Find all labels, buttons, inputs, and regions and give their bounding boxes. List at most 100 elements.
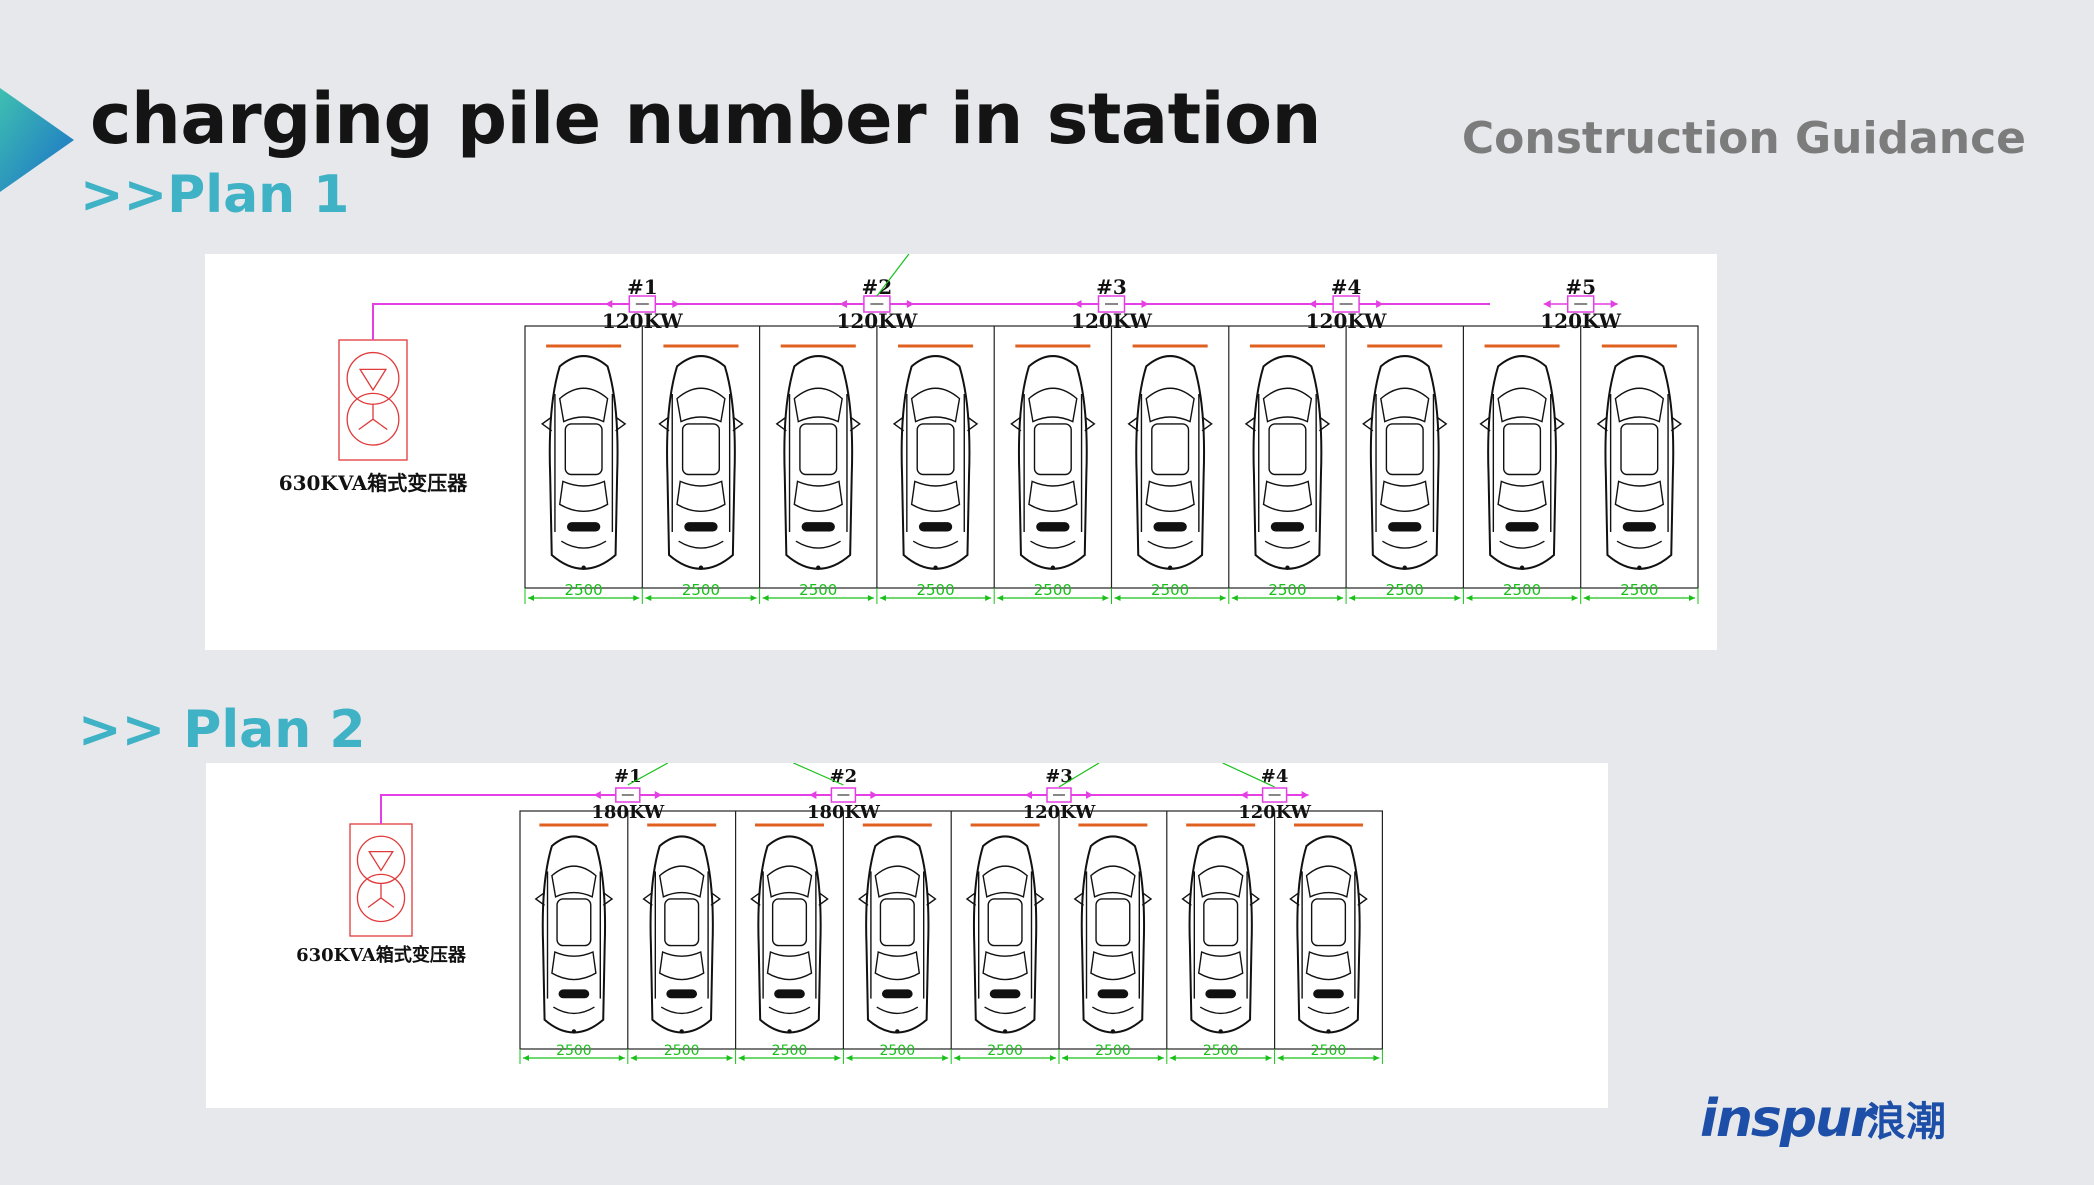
- dimension-label: 2500: [1268, 581, 1306, 599]
- dimension-label: 2500: [799, 581, 837, 599]
- dimension-label: 2500: [556, 1043, 592, 1059]
- dimension-label: 2500: [916, 581, 954, 599]
- arrow-left-icon: [1309, 300, 1317, 308]
- charger-id: #2: [830, 766, 858, 787]
- dimension-label: 2500: [1503, 581, 1541, 599]
- dimension-arrow: [1337, 595, 1344, 601]
- charger-power: 180KW: [807, 802, 881, 823]
- charger-power: 180KW: [591, 802, 665, 823]
- dimension-label: 2500: [1034, 581, 1072, 599]
- charger-id: #1: [614, 766, 642, 787]
- arrow-right-icon: [1086, 791, 1093, 799]
- arrow-right-icon: [1376, 300, 1384, 308]
- charger-3: #3 120KW: [1023, 763, 1100, 823]
- dimension-arrow: [1277, 1055, 1284, 1061]
- car-icon: [642, 835, 722, 1034]
- charger-id: #5: [1565, 275, 1596, 299]
- charger-id: #3: [1096, 275, 1127, 299]
- charger-id: #4: [1331, 275, 1362, 299]
- arrow-right-icon: [654, 791, 662, 799]
- dimension-arrow: [1114, 595, 1121, 601]
- dimension-arrow: [1050, 1055, 1056, 1061]
- charger-power: 120KW: [1306, 309, 1387, 333]
- charger-id: #1: [627, 275, 658, 299]
- charger-id: #4: [1261, 766, 1289, 787]
- arrow-left-icon: [1240, 791, 1248, 799]
- arrow-left-icon: [809, 791, 817, 799]
- car-icon: [750, 835, 829, 1034]
- car-icon: [892, 355, 979, 570]
- dimension-arrow: [879, 595, 886, 601]
- dimension-arrow: [1157, 1055, 1164, 1061]
- charger-power: 120KW: [1071, 309, 1152, 333]
- dimension-arrow: [1689, 595, 1695, 601]
- arrow-right-icon: [1301, 791, 1309, 799]
- transformer-label: 630KVA箱式变压器: [296, 944, 467, 966]
- charger-power: 120KW: [1540, 309, 1621, 333]
- charger-1: #1 180KW: [591, 763, 669, 823]
- arrow-right-icon: [672, 300, 680, 308]
- dimension-arrow: [750, 595, 757, 601]
- leader-line: [1222, 763, 1275, 788]
- dimension-label: 2500: [1311, 1043, 1347, 1059]
- charger-3: #3 120KW: [1071, 275, 1152, 333]
- dimension-arrow: [846, 1055, 853, 1061]
- car-icon: [540, 355, 627, 570]
- charger-4: #4 120KW: [1222, 763, 1312, 823]
- transformer-label: 630KVA箱式变压器: [279, 471, 469, 495]
- arrow-left-icon: [593, 791, 601, 799]
- plan-1-label: >>Plan 1: [80, 165, 350, 225]
- car-icon: [1073, 835, 1153, 1034]
- charger-power: 120KW: [836, 309, 917, 333]
- dimension-arrow: [528, 595, 534, 601]
- dimension-label: 2500: [664, 1043, 700, 1059]
- dimension-label: 2500: [987, 1043, 1023, 1059]
- leader-line: [876, 254, 910, 297]
- car-icon: [1010, 355, 1096, 570]
- page-subtitle: Construction Guidance: [1461, 113, 2026, 164]
- dimension-label: 2500: [565, 581, 603, 599]
- leader-line: [793, 763, 844, 786]
- arrow-left-icon: [1025, 791, 1032, 799]
- car-icon: [1362, 355, 1448, 570]
- dimension-arrow: [1062, 1055, 1068, 1061]
- arrow-left-icon: [1543, 300, 1551, 308]
- arrow-right-icon: [906, 300, 914, 308]
- title-accent-icon: [0, 88, 74, 192]
- dimension-arrow: [867, 595, 874, 601]
- power-line: [380, 794, 1304, 824]
- charger-power: 120KW: [602, 309, 683, 333]
- dimension-label: 2500: [1095, 1043, 1131, 1059]
- arrow-right-icon: [870, 791, 878, 799]
- car-icon: [1289, 835, 1368, 1034]
- dimension-arrow: [1169, 1055, 1176, 1061]
- dimension-arrow: [645, 595, 652, 601]
- car-icon: [1127, 355, 1213, 570]
- charger-1: #1 120KW: [602, 275, 683, 333]
- dimension-label: 2500: [682, 581, 720, 599]
- dimension-label: 2500: [772, 1043, 808, 1059]
- dimension-arrow: [1373, 1055, 1380, 1061]
- logo-brand-cn: 浪潮: [1866, 1099, 1946, 1145]
- car-icon: [775, 355, 861, 570]
- charger-power: 120KW: [1238, 802, 1312, 823]
- charger-2: #2 120KW: [836, 254, 918, 333]
- arrow-right-icon: [1141, 300, 1149, 308]
- arrow-right-icon: [1610, 300, 1618, 308]
- charger-id: #2: [862, 275, 893, 299]
- car-icon: [1596, 355, 1683, 570]
- plan-2-label: >> Plan 2: [78, 700, 366, 760]
- charger-id: #3: [1045, 766, 1073, 787]
- dimension-arrow: [523, 1055, 529, 1061]
- arrow-left-icon: [605, 300, 613, 308]
- car-icon: [658, 355, 744, 570]
- charger-power: 120KW: [1023, 802, 1097, 823]
- arrow-left-icon: [1074, 300, 1082, 308]
- dimension-arrow: [1231, 595, 1238, 601]
- dimension-arrow: [1454, 595, 1461, 601]
- car-icon: [965, 835, 1045, 1034]
- car-icon: [1479, 355, 1565, 570]
- dimension-arrow: [633, 595, 640, 601]
